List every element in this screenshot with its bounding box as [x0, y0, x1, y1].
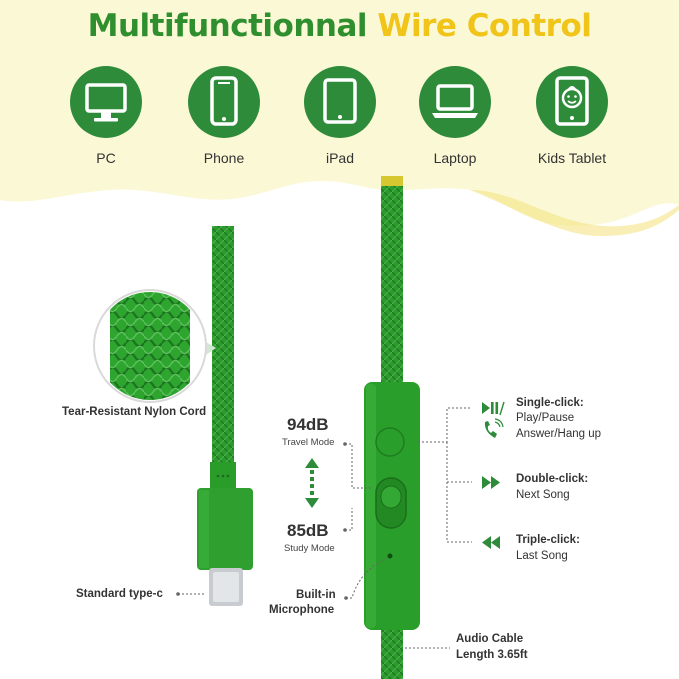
- cable-length-line1: Audio Cable: [456, 633, 524, 645]
- connector-housing: [197, 488, 253, 570]
- triple-click-line1: Last Song: [516, 550, 568, 562]
- right-cable-upper: [381, 186, 403, 386]
- microphone-hole: [387, 553, 393, 559]
- device-phone-badge: [188, 66, 260, 138]
- connector-callout: Standard type-c: [76, 588, 163, 600]
- device-kids-tablet: Kids Tablet: [534, 66, 632, 176]
- device-ipad: iPad: [302, 66, 400, 176]
- previous-track-icon: [482, 536, 500, 549]
- device-laptop-badge: [419, 66, 491, 138]
- triple-click-title: Triple-click:: [516, 534, 580, 546]
- device-kids-tablet-badge: [536, 66, 608, 138]
- play-pause-icon: [482, 401, 505, 416]
- single-click-title: Single-click:: [516, 397, 584, 409]
- device-pc-badge: [70, 66, 142, 138]
- monitor-icon: [85, 83, 127, 122]
- page-title: Multifunctionnal Wire Control: [0, 8, 679, 44]
- volume-high-mode: Travel Mode: [282, 437, 335, 448]
- device-phone: Phone: [186, 66, 284, 176]
- tablet-icon: [323, 78, 357, 124]
- device-pc-label: PC: [96, 150, 116, 166]
- kids-tablet-icon: [555, 76, 589, 126]
- cord-callout: Tear-Resistant Nylon Cord: [62, 406, 207, 418]
- left-cable: [212, 226, 234, 466]
- mic-callout-line1: Built-in: [296, 589, 336, 601]
- volume-high-value: 94dB: [287, 415, 329, 434]
- double-click-title: Double-click:: [516, 473, 589, 485]
- double-click-line1: Next Song: [516, 489, 570, 501]
- device-ipad-badge: [304, 66, 376, 138]
- volume-low-mode: Study Mode: [284, 543, 335, 554]
- next-track-icon: [482, 476, 500, 489]
- device-laptop-label: Laptop: [433, 150, 477, 166]
- single-click-line1: Play/Pause: [516, 412, 575, 424]
- device-ipad-label: iPad: [325, 150, 355, 166]
- device-laptop: Laptop: [417, 66, 515, 176]
- volume-low-value: 85dB: [287, 521, 329, 540]
- cable-length-line2: Length 3.65ft: [456, 649, 528, 661]
- mic-callout-line2: Microphone: [269, 604, 335, 616]
- single-click-line2: Answer/Hang up: [516, 428, 602, 440]
- remote-play-button: [375, 427, 405, 457]
- volume-up-down-arrow: [305, 458, 319, 508]
- laptop-icon: [432, 84, 478, 118]
- title-part-1: Multifunctionnal: [87, 8, 368, 44]
- device-kids-tablet-label: Kids Tablet: [537, 150, 607, 166]
- right-cable-lower: [381, 626, 403, 679]
- device-pc: PC: [68, 66, 166, 176]
- phone-call-icon: [484, 418, 504, 438]
- device-phone-label: Phone: [203, 150, 245, 166]
- title-part-2: Wire Control: [377, 8, 592, 44]
- phone-icon: [210, 76, 238, 126]
